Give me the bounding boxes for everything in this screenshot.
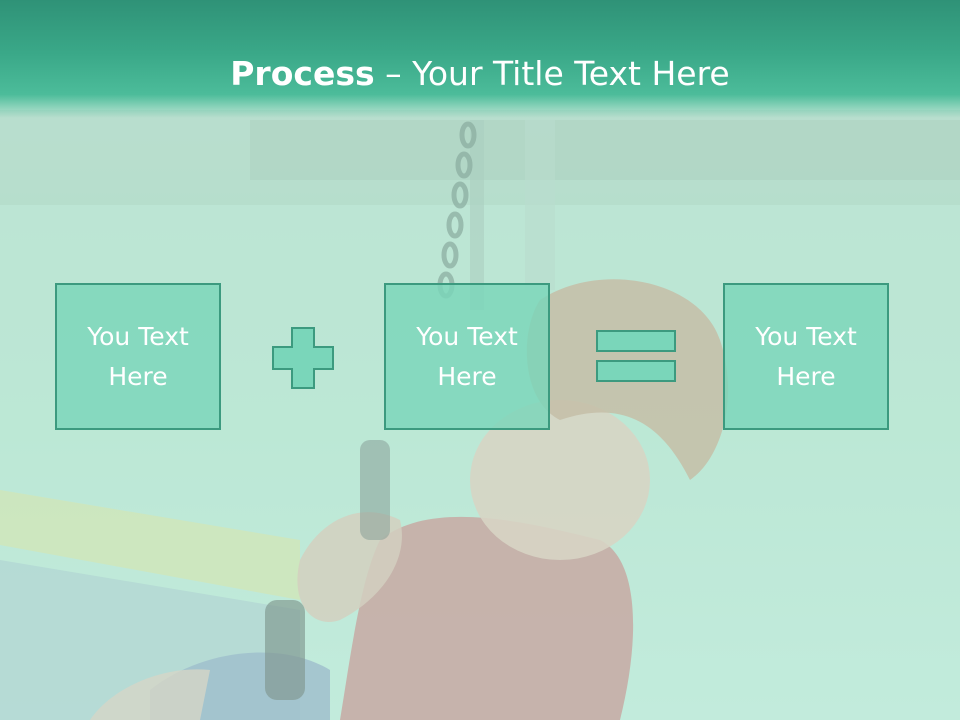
title-bold: Process (230, 54, 375, 93)
plus-icon (272, 327, 334, 389)
process-box-1: You Text Here (55, 283, 221, 430)
box-2-line-1: You Text (416, 321, 518, 351)
slide-title: Process – Your Title Text Here (0, 52, 960, 96)
box-3-line-2: Here (776, 361, 836, 391)
box-1-line-1: You Text (87, 321, 189, 351)
box-3-line-1: You Text (755, 321, 857, 351)
title-rest: – Your Title Text Here (374, 54, 730, 93)
box-2-line-2: Here (437, 361, 497, 391)
process-box-3: You Text Here (723, 283, 889, 430)
process-box-2: You Text Here (384, 283, 550, 430)
equals-icon (596, 330, 676, 382)
process-box-3-text: You Text Here (741, 317, 871, 397)
box-1-line-2: Here (108, 361, 168, 391)
process-box-2-text: You Text Here (402, 317, 532, 397)
header-band (0, 0, 960, 118)
process-box-1-text: You Text Here (73, 317, 203, 397)
